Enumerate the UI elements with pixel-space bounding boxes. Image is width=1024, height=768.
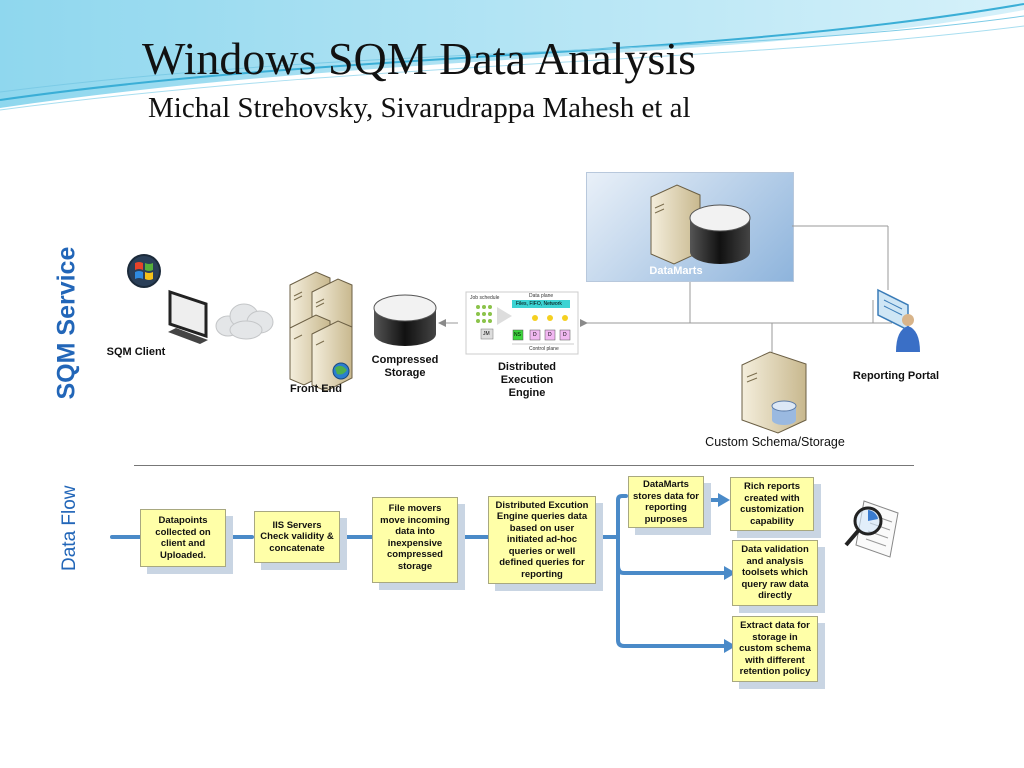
page-title: Windows SQM Data Analysis xyxy=(142,33,696,84)
daemon-label: D xyxy=(533,332,537,338)
connector-lines xyxy=(438,225,892,358)
flow-output-data-validation: Data validation and analysis toolsets wh… xyxy=(732,540,818,606)
flow-step-distributed-engine: Distributed Excution Engine queries data… xyxy=(488,496,596,584)
page-subtitle: Michal Strehovsky, Sivarudrappa Mahesh e… xyxy=(148,92,691,124)
flow-result-rich-reports: Rich reports created with customization … xyxy=(730,477,814,531)
files-fifo-network-label: Files, FIFO, Network xyxy=(516,301,562,307)
sqm-client-label: SQM Client xyxy=(106,346,166,358)
jm-label: JM xyxy=(483,331,490,337)
reporting-portal-icon xyxy=(877,288,920,352)
daemon-label: D xyxy=(563,332,567,338)
daemon-label: D xyxy=(548,332,552,338)
datamarts-icon xyxy=(650,184,751,265)
report-magnifier-icon xyxy=(844,500,899,558)
flow-step-datapoints: Datapoints collected on client and Uploa… xyxy=(140,509,226,567)
datamarts-label: DataMarts xyxy=(649,265,703,277)
windows-logo-icon xyxy=(127,254,161,288)
front-end-servers-icon xyxy=(289,271,353,392)
flow-step-file-movers: File movers move incoming data into inex… xyxy=(372,497,458,583)
cloud-icon xyxy=(215,303,274,340)
flow-step-iis-servers: IIS Servers Check validity & concatenate xyxy=(254,511,340,563)
flow-output-extract-data: Extract data for storage in custom schem… xyxy=(732,616,818,682)
reporting-portal-label: Reporting Portal xyxy=(852,370,940,382)
execution-engine-diagram xyxy=(465,291,579,355)
section-divider xyxy=(134,465,914,466)
custom-schema-label: Custom Schema/Storage xyxy=(705,435,845,449)
client-monitor-icon xyxy=(168,289,208,344)
compressed-storage-label: Compressed Storage xyxy=(371,354,439,379)
flow-output-datamarts: DataMarts stores data for reporting purp… xyxy=(628,476,704,528)
front-end-label: Front End xyxy=(290,383,342,395)
custom-schema-icon xyxy=(741,351,807,434)
distributed-execution-engine-label: Distributed Execution Engine xyxy=(497,361,557,399)
compressed-storage-icon xyxy=(373,294,437,346)
ns-label: NS xyxy=(514,332,521,338)
control-plane-label: Control plane xyxy=(529,346,559,352)
job-schedule-label: Job schedule xyxy=(470,295,500,301)
service-diagram xyxy=(127,184,920,434)
flow-arrows xyxy=(110,493,736,653)
data-plane-label: Data plane xyxy=(529,293,554,299)
header-swoosh xyxy=(0,0,1024,111)
